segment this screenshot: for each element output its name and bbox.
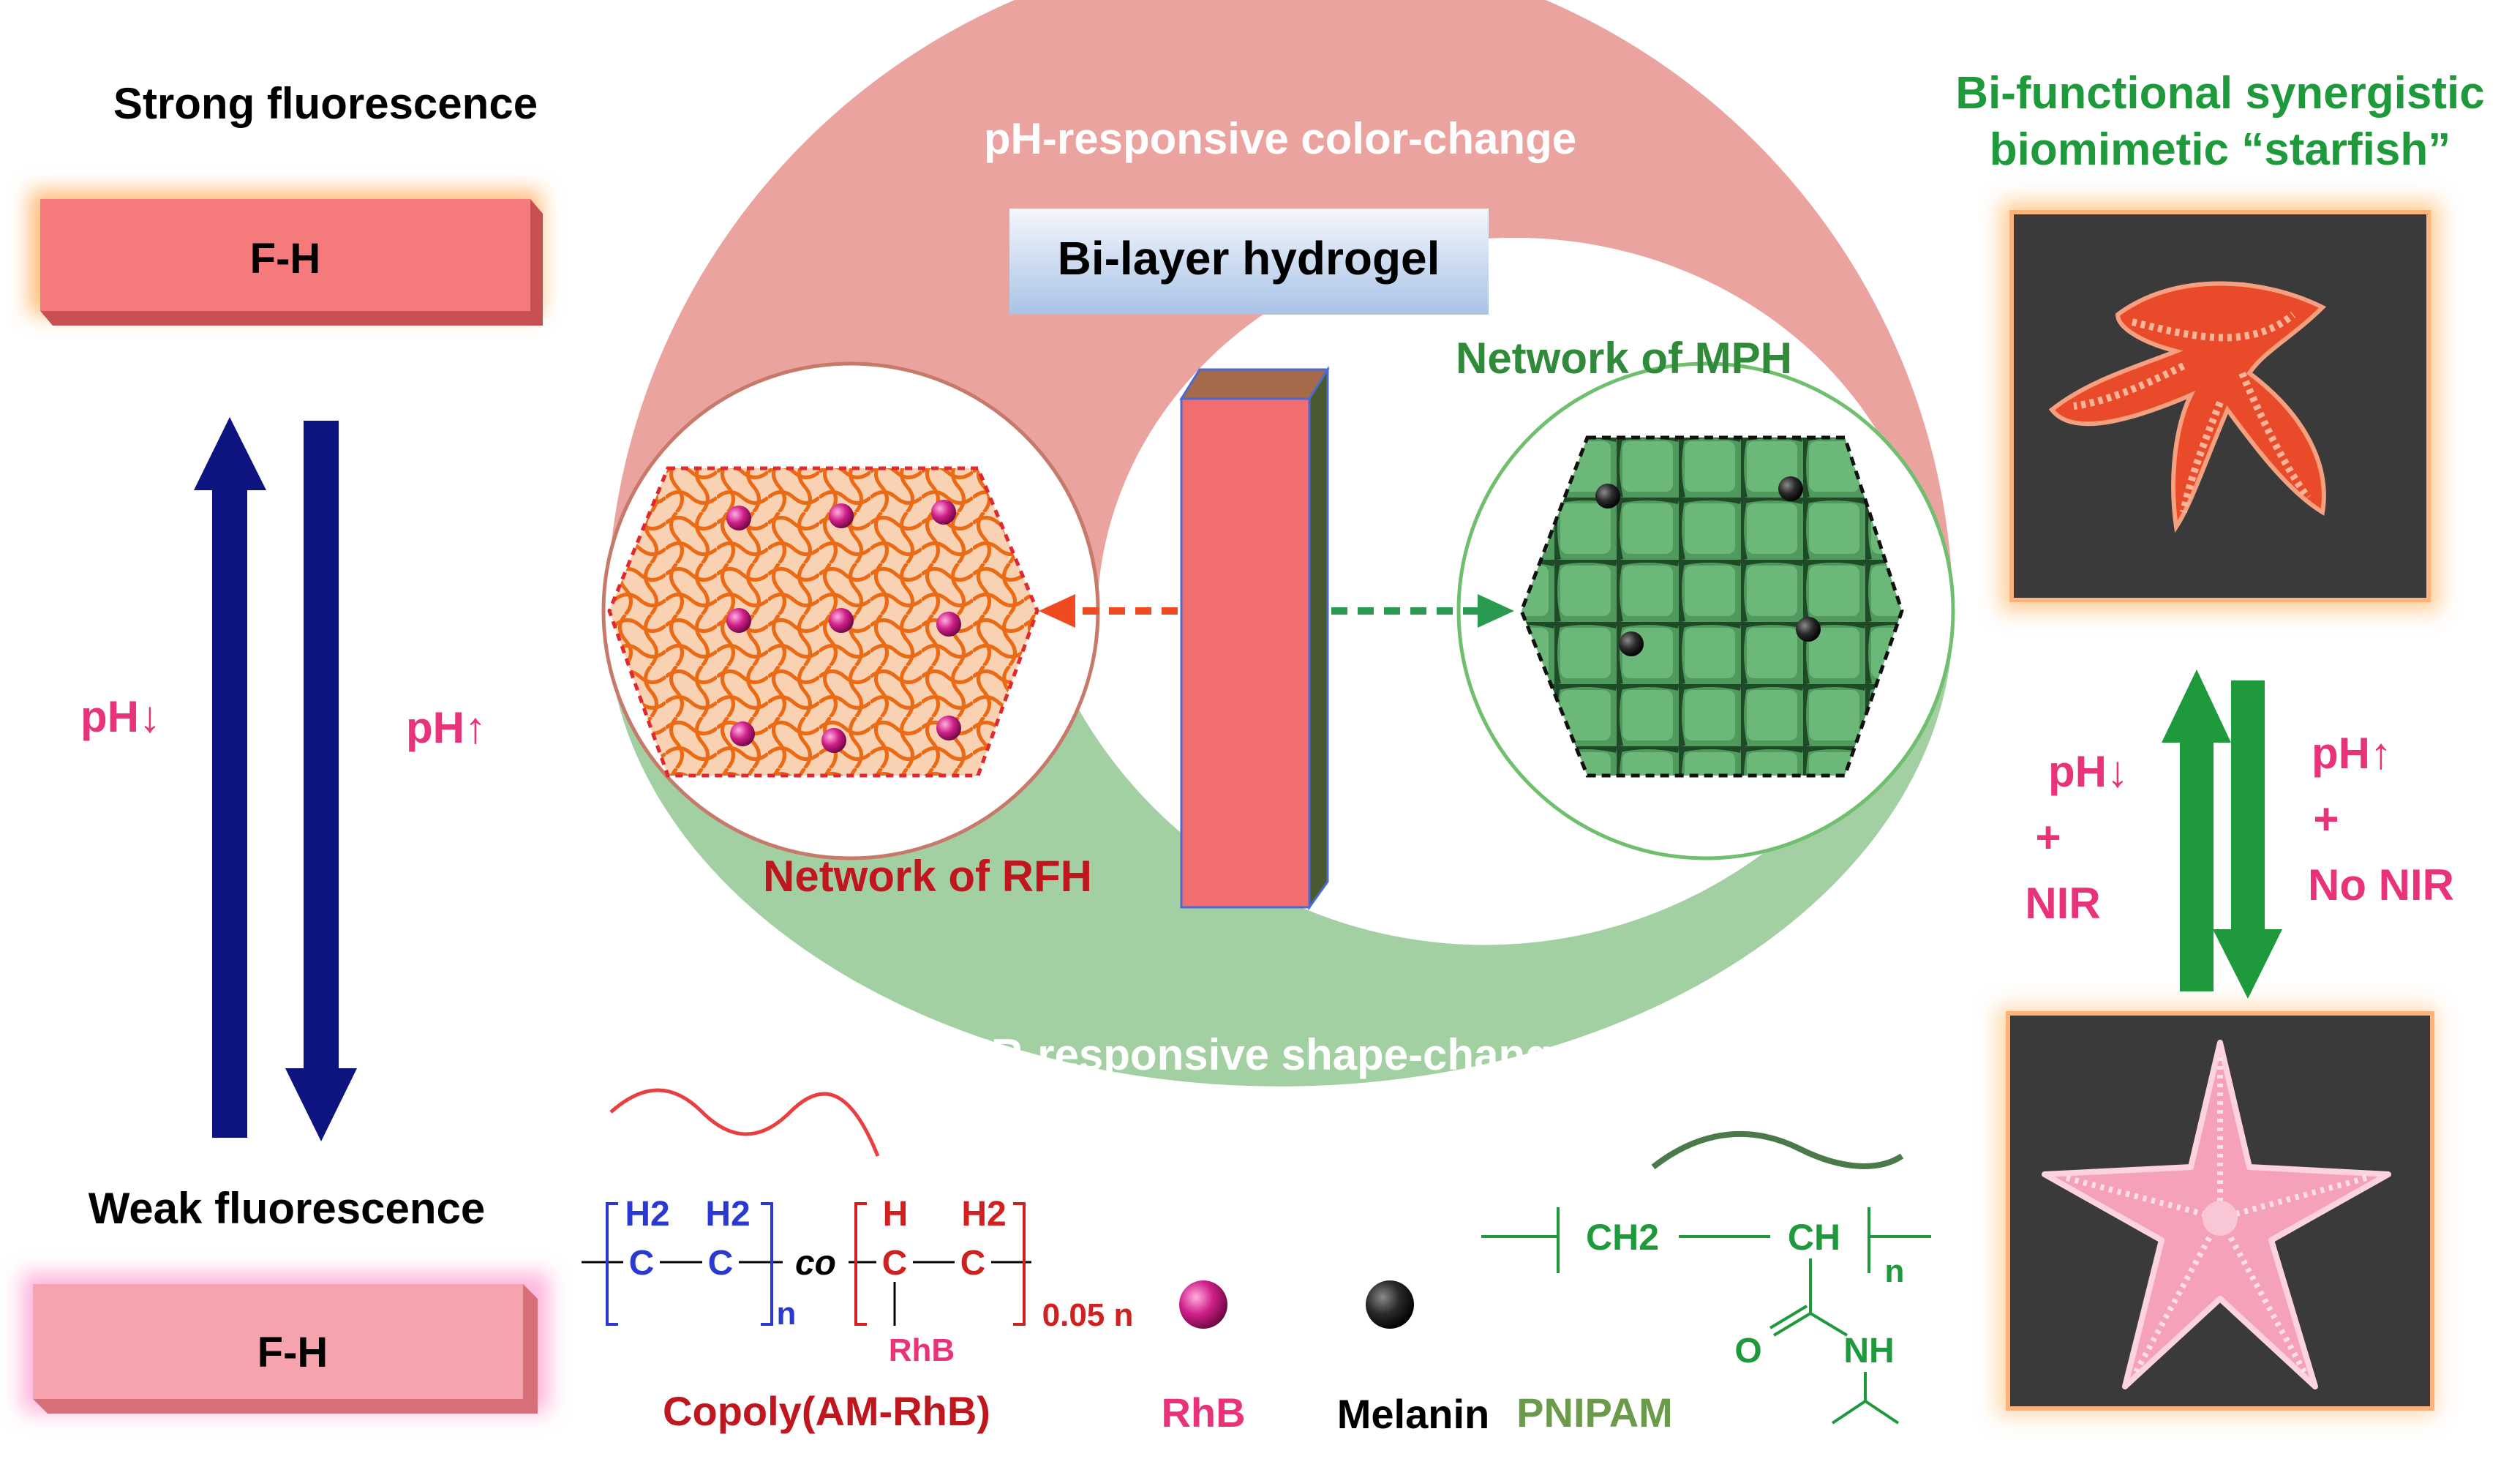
red-wavy-line (609, 1088, 880, 1157)
starfish-flat-image (1997, 1006, 2436, 1416)
right-left-ph: pH↓ (2048, 747, 2129, 796)
left-ph-down-label: pH↓ (80, 692, 161, 741)
arc-top-label: pH-responsive color-change (984, 114, 1576, 163)
copoly-co: co (795, 1244, 836, 1283)
starfish-curled-image (2001, 201, 2440, 611)
dashed-arrow-left (1039, 594, 1178, 628)
green-down-arrow (2213, 680, 2282, 999)
melanin-label: Melanin (1337, 1391, 1489, 1437)
green-up-arrow (2162, 669, 2231, 991)
bi-layer-hydrogel-title: Bi-layer hydrogel (1058, 232, 1440, 285)
pnipam-nh: NH (1843, 1332, 1894, 1370)
copoly-h: H (883, 1195, 909, 1234)
right-right-ph: pH↑ (2312, 729, 2392, 778)
weak-fluorescence-title: Weak fluorescence (89, 1184, 486, 1233)
fh-block-bottom: F-H (22, 1273, 549, 1414)
copoly-n: n (777, 1296, 797, 1332)
network-rfh-label: Network of RFH (763, 852, 1092, 901)
bi-layer-hydrogel-box: Bi-layer hydrogel (1009, 209, 1489, 315)
fh-label-top: F-H (250, 235, 321, 282)
melanin-particles (1595, 476, 1821, 656)
pnipam-ch2: CH2 (1586, 1217, 1659, 1258)
fh-block-top: F-H (29, 190, 543, 326)
arc-bottom-label: NIR-responsive shape-change (947, 1030, 1576, 1079)
copoly-rhb: RhB (889, 1332, 955, 1368)
mph-network-circle (1456, 361, 1955, 860)
copoly-subscript: 0.05 n (1042, 1297, 1134, 1333)
rfh-network-circle (601, 361, 1100, 860)
network-mph-label: Network of MPH (1456, 334, 1792, 383)
pnipam-ch: CH (1788, 1217, 1840, 1258)
left-ph-up-label: pH↑ (406, 703, 486, 752)
copoly-h2-b: H2 (705, 1195, 750, 1234)
melanin-legend-ball (1366, 1280, 1414, 1329)
copoly-structure: H2 H2 C C n co H H2 C C RhB 0.05 n (582, 1195, 1133, 1368)
pnipam-structure: CH2 CH n O NH (1481, 1207, 1931, 1425)
dashed-arrow-right (1331, 594, 1514, 628)
right-left-plus: + (2035, 813, 2061, 862)
right-title-line1: Bi-functional synergistic (1955, 68, 2484, 119)
rhb-legend-ball (1179, 1280, 1227, 1329)
right-title-line2: biomimetic “starfish” (1990, 124, 2451, 175)
fh-label-bottom: F-H (257, 1329, 328, 1376)
copoly-h2-a: H2 (625, 1195, 669, 1234)
copoly-label: Copoly(AM-RhB) (663, 1388, 990, 1434)
navy-down-arrow (285, 421, 357, 1141)
rhb-label: RhB (1161, 1389, 1245, 1436)
copoly-c-b: C (708, 1244, 734, 1283)
navy-up-arrow (194, 417, 266, 1138)
right-right-plus: + (2313, 795, 2339, 844)
copoly-c-a: C (629, 1244, 655, 1283)
hydrogel-slab (1179, 365, 1330, 911)
right-right-nir: No NIR (2308, 860, 2454, 909)
copoly-c-c: C (882, 1244, 908, 1283)
pnipam-label: PNIPAM (1516, 1389, 1673, 1436)
green-wavy-line (1651, 1130, 1904, 1170)
pnipam-n: n (1885, 1253, 1905, 1289)
copoly-c-d: C (960, 1244, 986, 1283)
copoly-h2-c: H2 (961, 1195, 1006, 1234)
strong-fluorescence-title: Strong fluorescence (113, 79, 538, 128)
pnipam-o: O (1734, 1332, 1761, 1370)
rhb-particles (726, 500, 961, 753)
right-left-nir: NIR (2025, 879, 2100, 928)
